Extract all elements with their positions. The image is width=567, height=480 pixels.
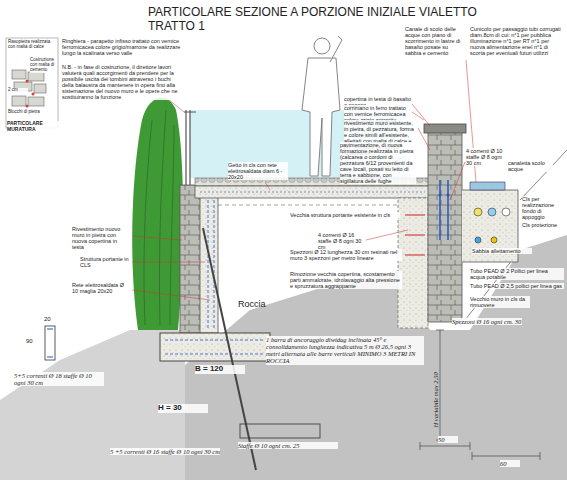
annotation-label: B = 120	[195, 365, 245, 374]
inset-frame	[6, 38, 58, 128]
section-detail	[45, 326, 55, 360]
annotation-label: Rete elettrosaldata Ø 10 maglia 20x20	[72, 282, 130, 294]
annotation-label: Canale di scolo delle acque con piano di…	[405, 26, 465, 56]
annotation-label: Rasopietra realizzata con malta di calce	[8, 40, 56, 50]
annotation-label: 5+5 correnti Ø 18 staffe Ø 10 ogni 30 cm	[14, 372, 104, 386]
stirrup-detail	[240, 424, 320, 438]
annotation-label: 1 barra di ancoraggio diwidag inclinata …	[266, 336, 424, 365]
annotation-label: Costruzione con malta di cemento	[30, 58, 57, 73]
annotation-label: N.B. - in fase di costruzione, il dirett…	[62, 64, 182, 100]
annotation-label: Blocchi di pietra	[8, 110, 56, 115]
annotation-label: Cls per realizzazione fondo di appoggio	[522, 196, 564, 220]
anchor-bar	[203, 228, 256, 470]
annotation-label: 20	[44, 316, 58, 323]
footing	[160, 333, 270, 361]
annotation-label: Spezzoni Ø 12 lunghezza 30 cm resinati n…	[290, 249, 402, 261]
annotation-label: 90	[26, 338, 40, 345]
annotation-label: 4 correnti Ø 16 staffe Ø 8 ogni 30 cm	[318, 232, 366, 250]
gutter	[470, 182, 505, 190]
annotation-label: 50	[438, 436, 458, 443]
annotation-label: Tubo PEAD Ø 2,5 pollici per linea gas	[470, 283, 564, 289]
annotation-label: Spezzoni Ø 16 ogni cm. 30	[452, 318, 522, 325]
stone-wall	[428, 132, 462, 322]
railing	[184, 110, 196, 185]
annotation-label: Tubo PEAD Ø 2 Pollici per linea acqua po…	[470, 268, 564, 280]
annotation-label: H variabile max 2,50	[432, 348, 439, 428]
concrete-wall	[200, 195, 218, 333]
stone-cladding	[180, 185, 202, 333]
hedge	[132, 98, 183, 330]
coping	[424, 124, 466, 133]
annotation-label: canaletta scolo acque	[508, 160, 553, 172]
slab	[195, 186, 430, 198]
annotation-label: Roccia	[238, 300, 278, 310]
annotation-label: Cls protezione	[522, 222, 564, 228]
annotation-label: Sabbia allettamento	[472, 248, 532, 254]
annotation-label: Vecchia struttura portante esistente in …	[290, 212, 400, 218]
annotation-label: Rivestimento nuovo muro in pietra con nu…	[72, 226, 130, 250]
annotation-label: 2 cm	[8, 88, 28, 93]
annotation-label: Staffe Ø 10 ogni cm. 25	[238, 442, 338, 449]
old-wall	[398, 198, 428, 328]
annotation-label: H = 30	[158, 404, 208, 413]
person	[302, 36, 342, 176]
annotation-label: Getto in cls con rete elettrosaldata dia…	[228, 162, 288, 180]
annotation-label: Rimozione vecchia copertina, scostamento…	[290, 271, 402, 289]
annotation-label: pavimentazione, di nuova formazione real…	[340, 142, 416, 184]
annotation-label: 4 correnti Ø 10 staffe Ø 8 ogni 30 cm	[466, 148, 506, 166]
annotation-label: PARTICOLARE MURATURA	[7, 121, 59, 132]
annotation-label: Cunicolo per passaggio tubi corrugati di…	[470, 26, 564, 56]
annotation-label: Ringhiera - parapetto infisso trattato c…	[62, 38, 182, 56]
annotation-label: Vecchio muro in cls da rimuovere	[470, 296, 530, 308]
annotation-label: 60	[500, 460, 520, 467]
annotation-label: Struttura portante in CLS	[80, 256, 130, 268]
annotation-label: 5 +5 correnti Ø 16 staffe Ø 10 ogni 30 c…	[110, 448, 220, 455]
